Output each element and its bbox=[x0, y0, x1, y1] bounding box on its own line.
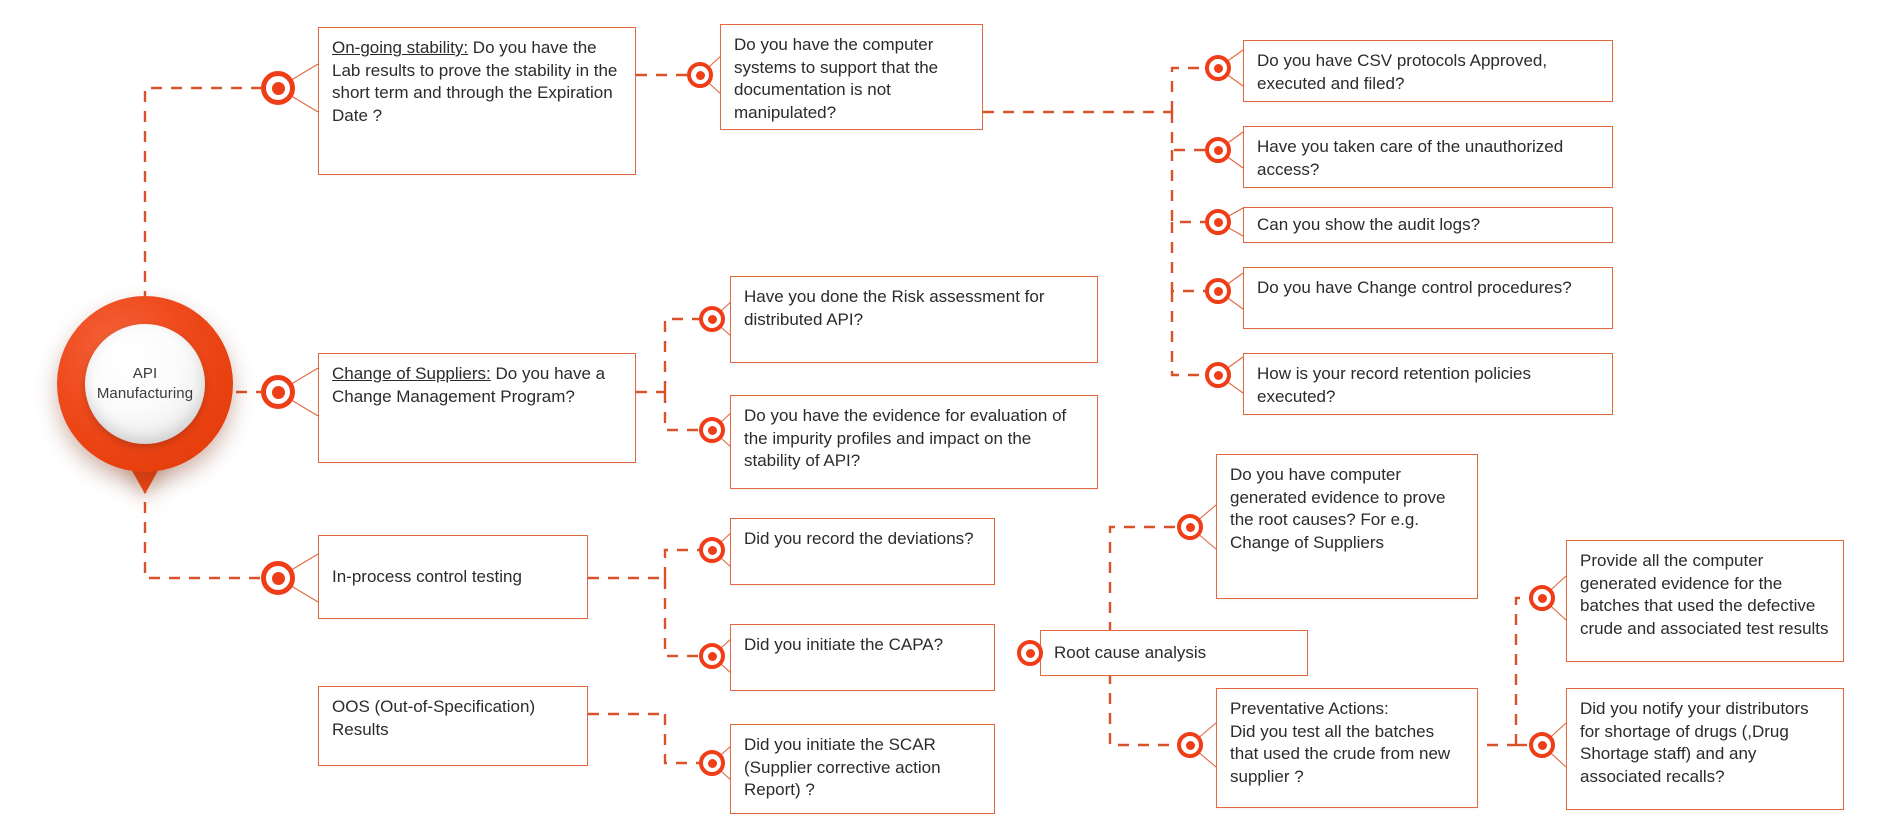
node-change-control-text: Do you have Change control procedures? bbox=[1257, 278, 1572, 297]
node-computer-systems[interactable]: Do you have the computer systems to supp… bbox=[720, 24, 983, 130]
node-audit-logs-text: Can you show the audit logs? bbox=[1257, 214, 1481, 234]
node-change-of-suppliers[interactable]: Change of Suppliers: Do you have a Chang… bbox=[318, 353, 636, 463]
node-root-cause-analysis-text: Root cause analysis bbox=[1054, 642, 1207, 662]
node-csv-protocols[interactable]: Do you have CSV protocols Approved, exec… bbox=[1243, 40, 1613, 102]
bullseye-ongoing-stability[interactable] bbox=[261, 71, 295, 105]
node-csv-protocols-text: Do you have CSV protocols Approved, exec… bbox=[1257, 51, 1548, 93]
bullseye-root-cause-analysis[interactable] bbox=[1017, 640, 1043, 666]
bullseye-initiate-capa[interactable] bbox=[699, 643, 725, 669]
node-record-retention[interactable]: How is your record retention policies ex… bbox=[1243, 353, 1613, 415]
bullseye-provide-evidence-batches[interactable] bbox=[1529, 585, 1555, 611]
bullseye-in-process-control-testing[interactable] bbox=[261, 561, 295, 595]
bullseye-change-of-suppliers[interactable] bbox=[261, 375, 295, 409]
node-preventative-actions[interactable]: Preventative Actions: Did you test all t… bbox=[1216, 688, 1478, 808]
node-oos-results-text: OOS (Out-of-Specification) Results bbox=[332, 697, 536, 739]
bullseye-computer-generated-evidence[interactable] bbox=[1177, 514, 1203, 540]
node-record-retention-text: How is your record retention policies ex… bbox=[1257, 364, 1532, 406]
node-initiate-scar[interactable]: Did you initiate the SCAR (Supplier corr… bbox=[730, 724, 995, 814]
node-initiate-capa-text: Did you initiate the CAPA? bbox=[744, 635, 944, 654]
node-in-process-control-testing[interactable]: In-process control testing bbox=[318, 535, 588, 619]
bullseye-impurity-profiles[interactable] bbox=[699, 417, 725, 443]
node-provide-evidence-batches[interactable]: Provide all the computer generated evide… bbox=[1566, 540, 1844, 662]
node-in-process-control-testing-text: In-process control testing bbox=[332, 566, 522, 586]
bullseye-csv-protocols[interactable] bbox=[1205, 55, 1231, 81]
node-change-of-suppliers-title: Change of Suppliers: bbox=[332, 364, 491, 383]
node-oos-results[interactable]: OOS (Out-of-Specification) Results bbox=[318, 686, 588, 766]
bullseye-audit-logs[interactable] bbox=[1205, 209, 1231, 235]
node-risk-assessment-text: Have you done the Risk assessment for di… bbox=[744, 287, 1045, 329]
node-computer-generated-evidence-text: Do you have computer generated evidence … bbox=[1230, 465, 1446, 552]
node-preventative-actions-text: Did you test all the batches that used t… bbox=[1230, 721, 1451, 786]
node-change-control[interactable]: Do you have Change control procedures? bbox=[1243, 267, 1613, 329]
bullseye-change-control[interactable] bbox=[1205, 278, 1231, 304]
node-notify-distributors[interactable]: Did you notify your distributors for sho… bbox=[1566, 688, 1844, 810]
node-initiate-scar-text: Did you initiate the SCAR (Supplier corr… bbox=[744, 735, 941, 800]
central-node-line2: Manufacturing bbox=[96, 385, 194, 402]
node-initiate-capa[interactable]: Did you initiate the CAPA? bbox=[730, 624, 995, 691]
node-computer-systems-text: Do you have the computer systems to supp… bbox=[734, 35, 939, 122]
node-record-deviations-text: Did you record the deviations? bbox=[744, 529, 974, 548]
bullseye-computer-systems[interactable] bbox=[687, 62, 713, 88]
bullseye-preventative-actions[interactable] bbox=[1177, 732, 1203, 758]
node-ongoing-stability[interactable]: On-going stability: Do you have the Lab … bbox=[318, 27, 636, 175]
node-unauthorized-access[interactable]: Have you taken care of the unauthorized … bbox=[1243, 126, 1613, 188]
central-node-face: API Manufacturing bbox=[85, 324, 205, 444]
node-ongoing-stability-title: On-going stability: bbox=[332, 38, 469, 57]
node-provide-evidence-batches-text: Provide all the computer generated evide… bbox=[1580, 551, 1829, 638]
central-node-label: API Manufacturing bbox=[97, 364, 193, 405]
node-risk-assessment[interactable]: Have you done the Risk assessment for di… bbox=[730, 276, 1098, 363]
central-node-line1: API bbox=[132, 364, 158, 382]
bullseye-initiate-scar[interactable] bbox=[699, 750, 725, 776]
node-computer-generated-evidence[interactable]: Do you have computer generated evidence … bbox=[1216, 454, 1478, 599]
bullseye-unauthorized-access[interactable] bbox=[1205, 137, 1231, 163]
node-preventative-actions-title: Preventative Actions: bbox=[1230, 699, 1389, 718]
bullseye-risk-assessment[interactable] bbox=[699, 306, 725, 332]
node-change-of-suppliers-text: Do you have a Change Management Program? bbox=[332, 364, 606, 406]
node-ongoing-stability-text: Do you have the Lab results to prove the… bbox=[332, 38, 618, 125]
node-impurity-profiles[interactable]: Do you have the evidence for evaluation … bbox=[730, 395, 1098, 489]
bullseye-notify-distributors[interactable] bbox=[1529, 732, 1555, 758]
node-notify-distributors-text: Did you notify your distributors for sho… bbox=[1580, 699, 1809, 786]
bullseye-record-retention[interactable] bbox=[1205, 362, 1231, 388]
node-root-cause-analysis[interactable]: Root cause analysis bbox=[1040, 630, 1308, 676]
node-record-deviations[interactable]: Did you record the deviations? bbox=[730, 518, 995, 585]
central-node[interactable]: API Manufacturing bbox=[57, 296, 233, 472]
node-impurity-profiles-text: Do you have the evidence for evaluation … bbox=[744, 406, 1067, 471]
node-audit-logs[interactable]: Can you show the audit logs? bbox=[1243, 207, 1613, 243]
bullseye-record-deviations[interactable] bbox=[699, 537, 725, 563]
node-unauthorized-access-text: Have you taken care of the unauthorized … bbox=[1257, 137, 1564, 179]
